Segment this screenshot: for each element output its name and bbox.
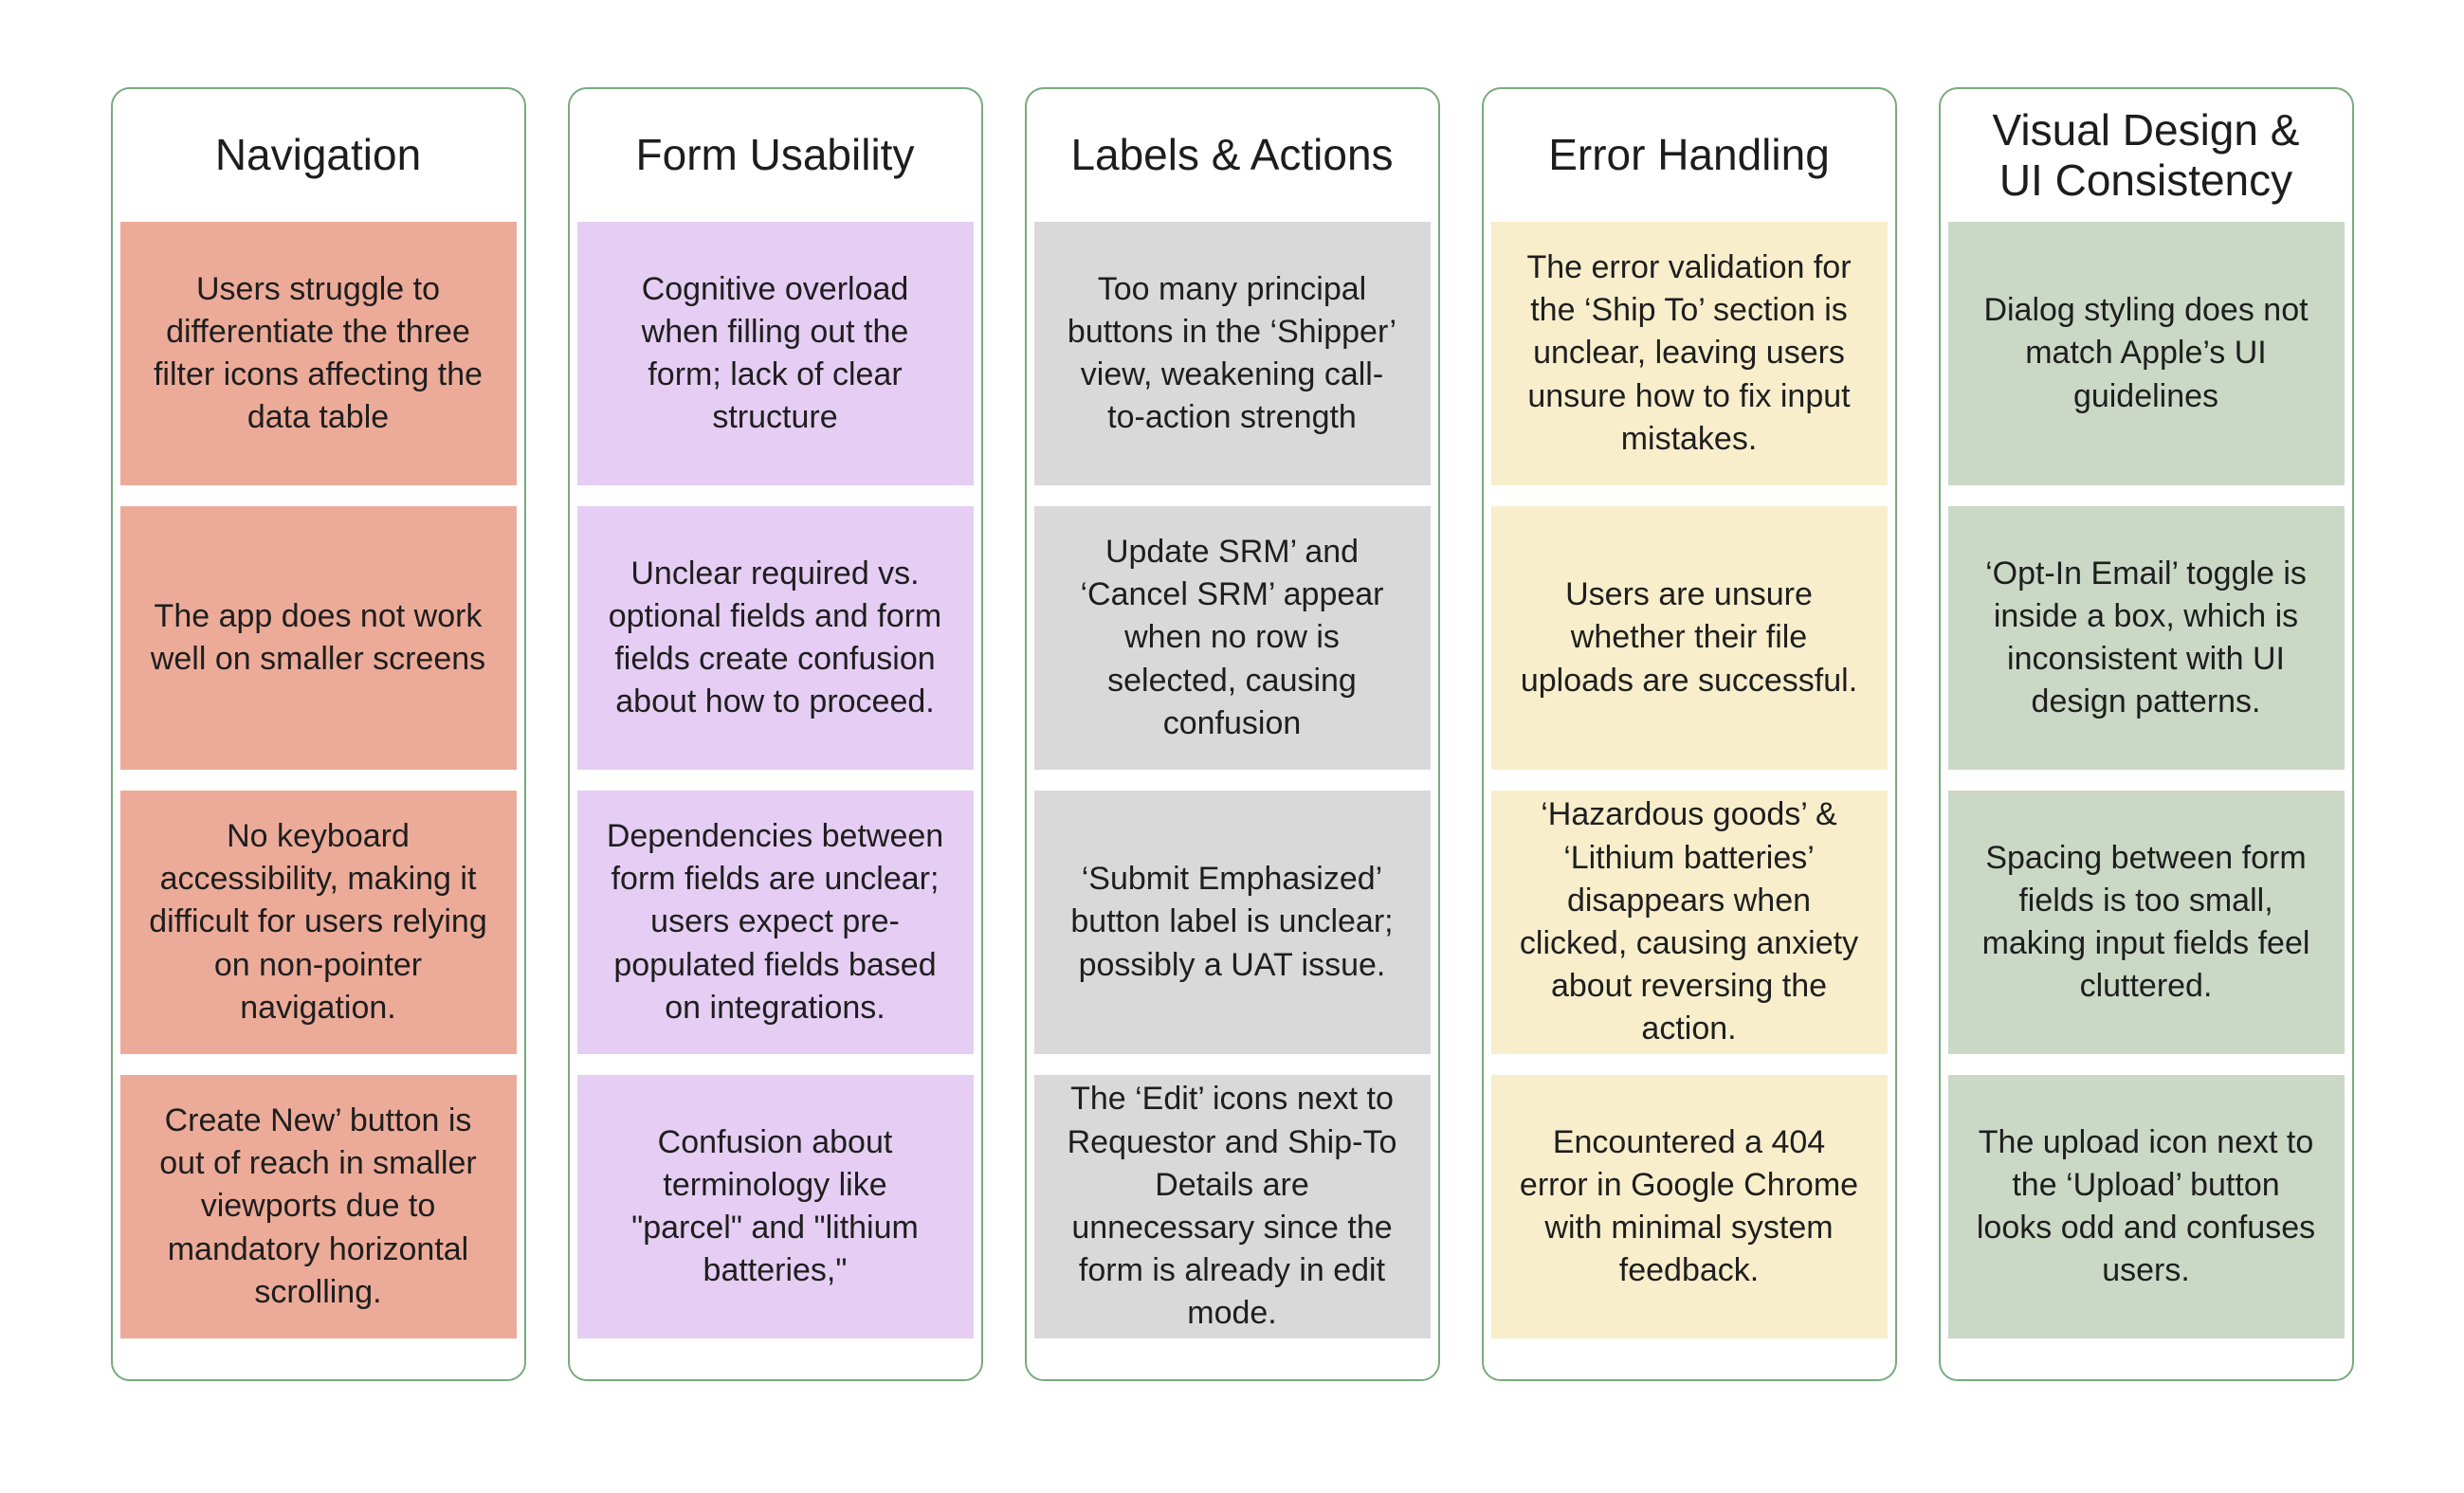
sticky-note[interactable]: ‘Opt-In Email’ toggle is inside a box, w… — [1947, 506, 2345, 770]
column-title: Visual Design & UI Consistency — [1992, 104, 2300, 205]
column-error-handling: Error Handling The error validation for … — [1481, 87, 1897, 1381]
sticky-note[interactable]: Dialog styling does not match Apple’s UI… — [1947, 222, 2345, 485]
column-labels-actions: Labels & Actions Too many principal butt… — [1024, 87, 1440, 1381]
sticky-note[interactable]: Create New’ button is out of reach in sm… — [119, 1075, 517, 1338]
sticky-note[interactable]: The app does not work well on smaller sc… — [119, 506, 517, 770]
sticky-note[interactable]: ‘Submit Emphasized’ button label is uncl… — [1033, 791, 1431, 1054]
card-list: The error validation for the ‘Ship To’ s… — [1484, 222, 1895, 1379]
card-list: Too many principal buttons in the ‘Shipp… — [1027, 222, 1438, 1379]
sticky-note[interactable]: The ‘Edit’ icons next to Requestor and S… — [1033, 1075, 1431, 1338]
column-title: Navigation — [214, 130, 422, 180]
sticky-note[interactable]: Dependencies between form fields are unc… — [576, 791, 974, 1054]
sticky-note[interactable]: Unclear required vs. optional fields and… — [576, 506, 974, 770]
sticky-note[interactable]: The error validation for the ‘Ship To’ s… — [1490, 222, 1888, 485]
sticky-note[interactable]: Users struggle to differentiate the thre… — [119, 222, 517, 485]
sticky-note[interactable]: ‘Hazardous goods’ & ‘Lithium batteries’ … — [1490, 791, 1888, 1054]
column-title: Labels & Actions — [1070, 130, 1394, 180]
sticky-note[interactable]: The upload icon next to the ‘Upload’ but… — [1947, 1075, 2345, 1338]
column-navigation: Navigation Users struggle to differentia… — [110, 87, 526, 1381]
card-list: Dialog styling does not match Apple’s UI… — [1941, 222, 2352, 1379]
card-list: Users struggle to differentiate the thre… — [113, 222, 524, 1379]
sticky-note[interactable]: Cognitive overload when filling out the … — [576, 222, 974, 485]
column-form-usability: Form Usability Cognitive overload when f… — [567, 87, 983, 1381]
sticky-note[interactable]: Too many principal buttons in the ‘Shipp… — [1033, 222, 1431, 485]
card-list: Cognitive overload when filling out the … — [570, 222, 981, 1379]
sticky-note[interactable]: Encountered a 404 error in Google Chrome… — [1490, 1075, 1888, 1338]
sticky-note[interactable]: Spacing between form fields is too small… — [1947, 791, 2345, 1054]
sticky-note[interactable]: Users are unsure whether their file uplo… — [1490, 506, 1888, 770]
sticky-note[interactable]: No keyboard accessibility, making it dif… — [119, 791, 517, 1054]
column-title: Error Handling — [1548, 130, 1830, 180]
sticky-note[interactable]: Confusion about terminology like "parcel… — [576, 1075, 974, 1338]
sticky-note[interactable]: Update SRM’ and ‘Cancel SRM’ appear when… — [1033, 506, 1431, 770]
column-title: Form Usability — [635, 130, 915, 180]
column-visual-design-ui-consistency: Visual Design & UI Consistency Dialog st… — [1938, 87, 2354, 1381]
